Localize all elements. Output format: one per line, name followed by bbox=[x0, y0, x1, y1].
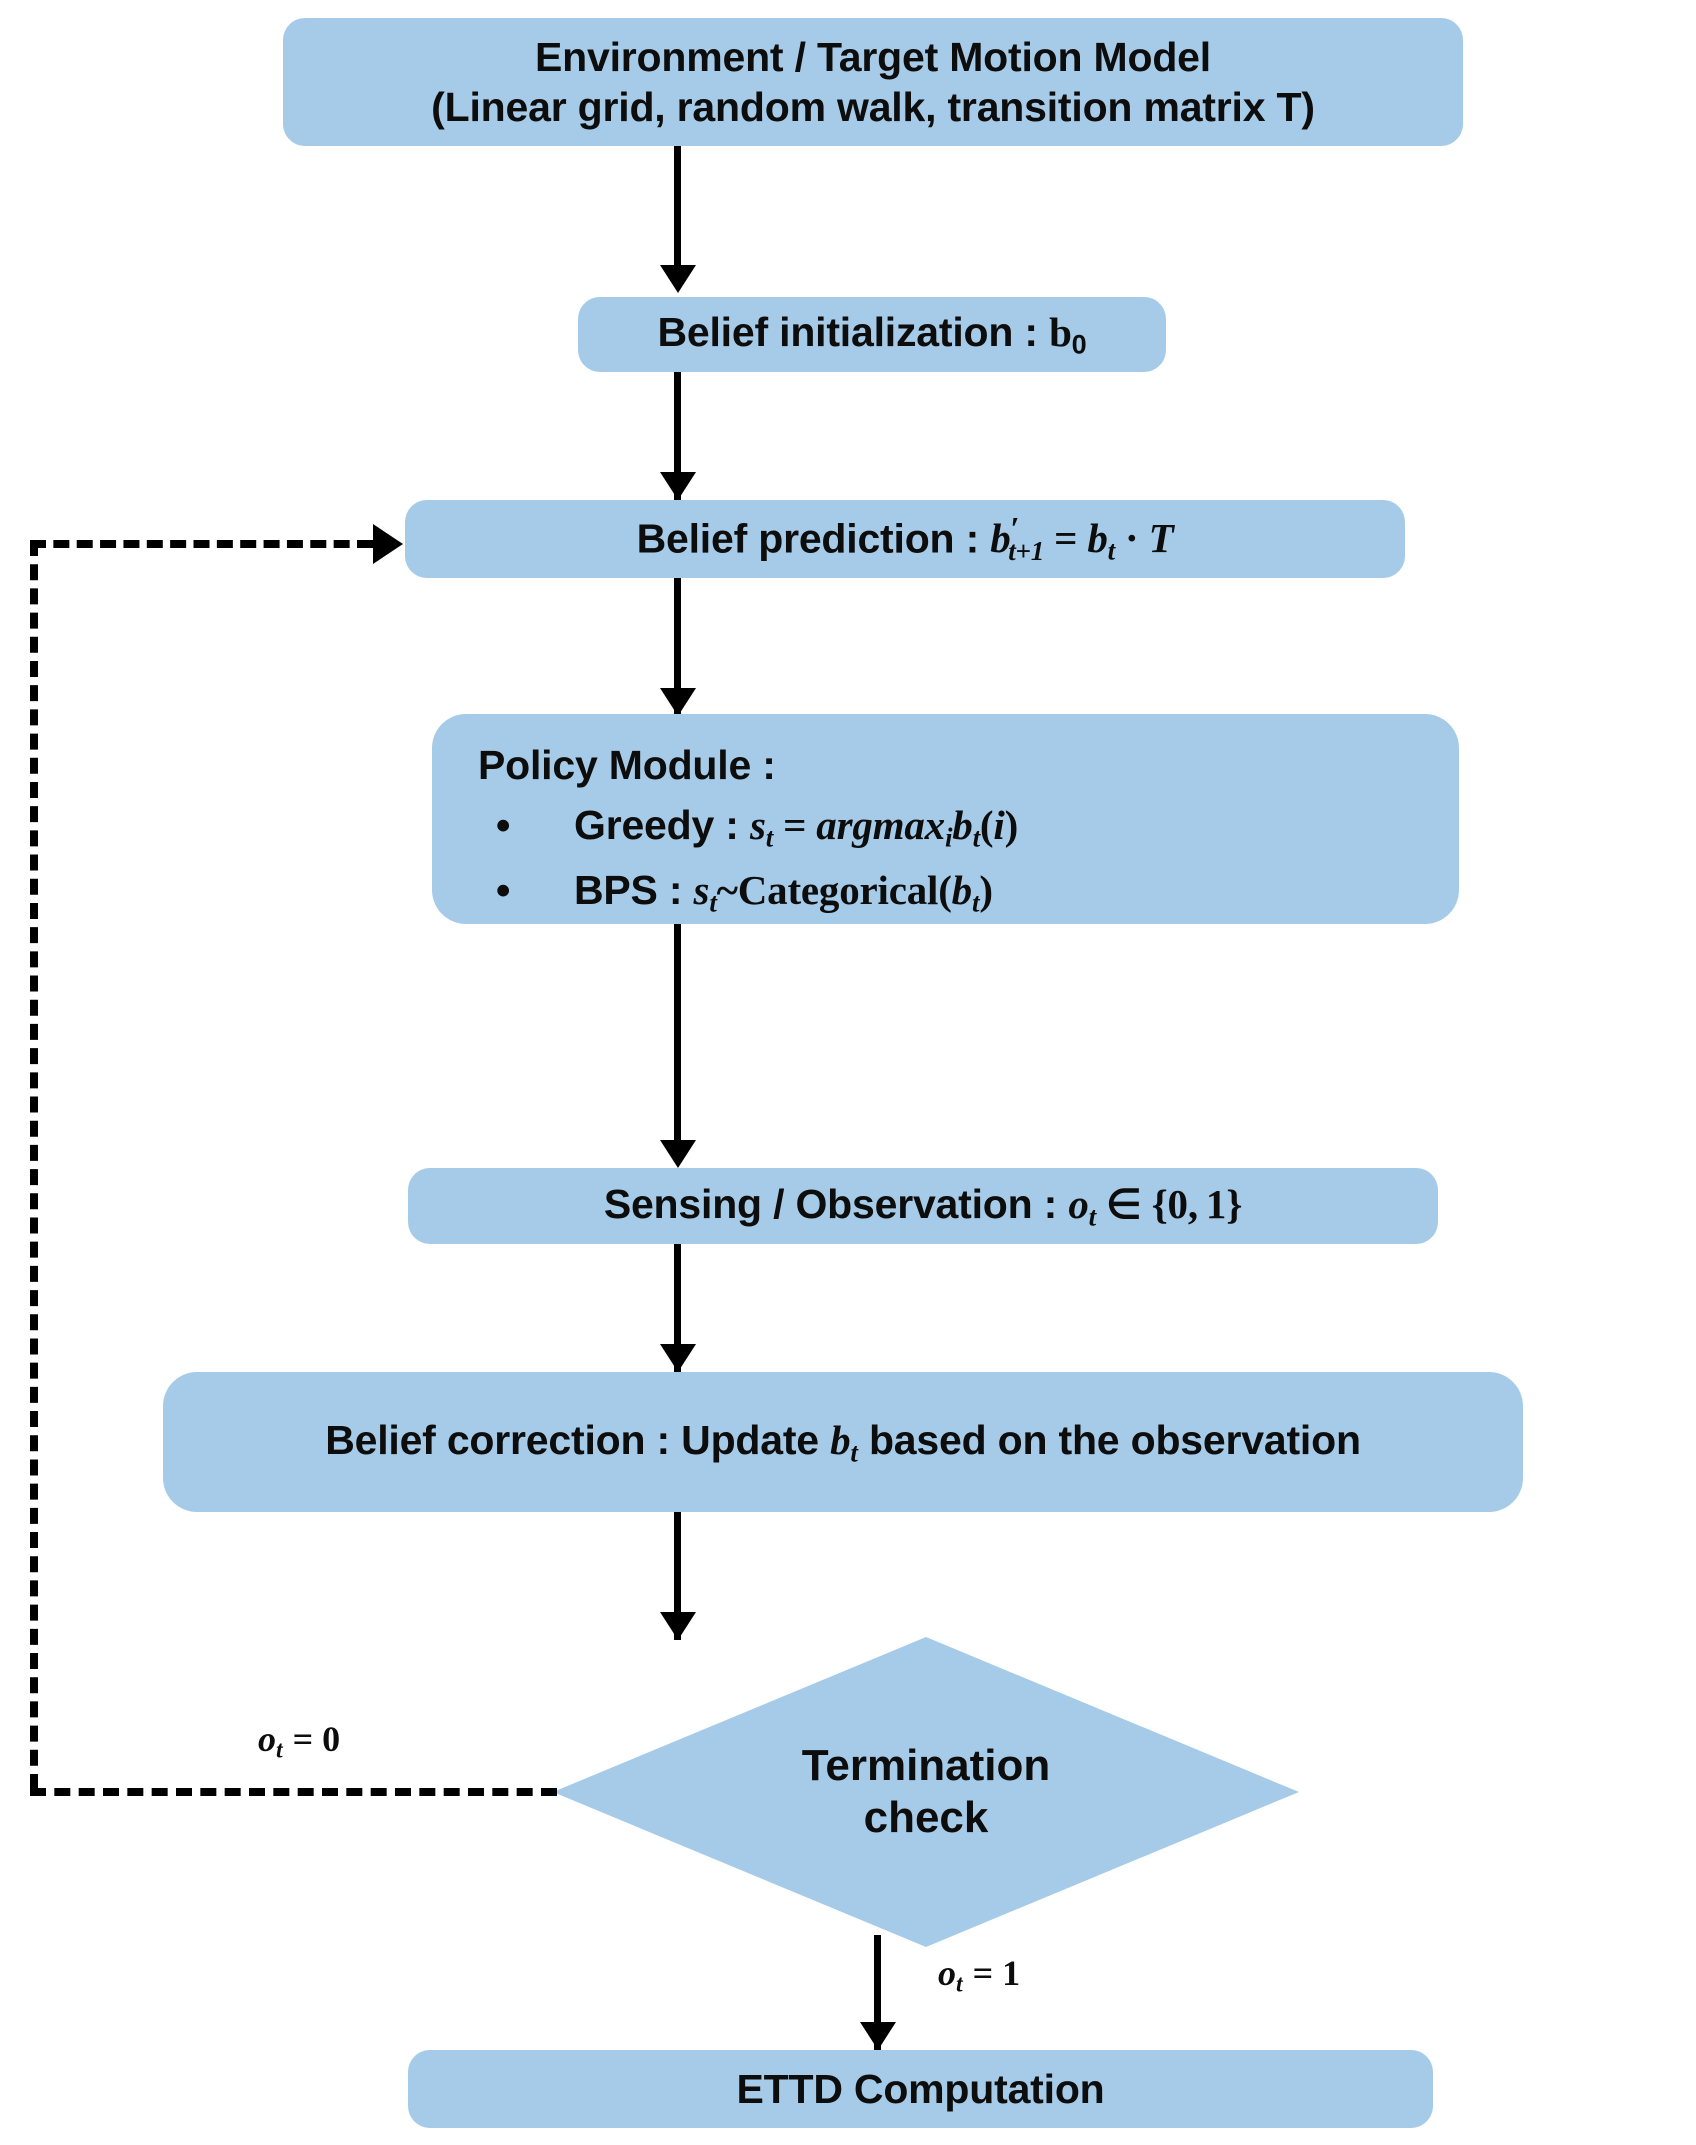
node-termination-check: Termination check bbox=[553, 1637, 1299, 1947]
edge-label-loop-back-symbol: o bbox=[258, 1719, 276, 1759]
policy-item-greedy: • Greedy : st = argmaxibt(i) bbox=[478, 800, 1018, 855]
feedback-dashed-segment-left bbox=[30, 540, 38, 1790]
policy-item-greedy-name: Greedy : bbox=[574, 802, 750, 849]
sensing-label: Sensing / Observation : bbox=[603, 1180, 1069, 1227]
belief-correction-symbol: b bbox=[830, 1416, 851, 1463]
belief-correction-prefix: Belief correction : Update bbox=[325, 1416, 831, 1463]
termination-line-1: Termination bbox=[801, 1741, 1051, 1791]
node-belief-initialization: Belief initialization : b0 bbox=[578, 297, 1166, 372]
arrow-policy-to-sensing-head bbox=[660, 1140, 696, 1168]
arrow-policy-to-sensing-line bbox=[674, 924, 681, 1142]
policy-bullet-icon-bps: • bbox=[496, 866, 511, 913]
arrow-prediction-to-policy-head bbox=[660, 688, 696, 716]
node-belief-correction: Belief correction : Update bt based on t… bbox=[163, 1372, 1523, 1512]
node-belief-prediction: Belief prediction : b′t+1 = bt · T bbox=[405, 500, 1405, 578]
arrow-sensing-to-correction-line bbox=[674, 1244, 681, 1372]
termination-line-2: check bbox=[863, 1793, 989, 1842]
edge-label-terminate-subscript: t bbox=[956, 1971, 963, 1998]
belief-correction-suffix: based on the observation bbox=[857, 1416, 1361, 1463]
arrow-termination-to-ettd-line bbox=[874, 1935, 881, 2050]
edge-label-terminate-value: = 1 bbox=[972, 1953, 1021, 1993]
node-environment-target-motion-model: Environment / Target Motion Model (Linea… bbox=[283, 18, 1463, 146]
node-ettd-computation: ETTD Computation bbox=[408, 2050, 1433, 2128]
policy-item-bps-name: BPS : bbox=[574, 866, 694, 913]
arrow-env-to-init-head bbox=[660, 265, 696, 293]
arrow-sensing-to-correction-head bbox=[660, 1344, 696, 1372]
policy-item-bps-formula: st~Categorical(bt) bbox=[693, 866, 993, 918]
feedback-dashed-segment-top bbox=[30, 540, 373, 548]
edge-label-loop-back-subscript: t bbox=[276, 1737, 283, 1764]
sensing-formula: ot ∈ {0, 1} bbox=[1068, 1180, 1243, 1232]
arrow-correction-to-termination-line bbox=[674, 1512, 681, 1640]
belief-init-symbol-subscript: 0 bbox=[1071, 329, 1087, 360]
edge-label-loop-back: ot = 0 bbox=[258, 1718, 340, 1765]
arrow-init-to-prediction-head bbox=[660, 472, 696, 500]
feedback-dashed-segment-bottom bbox=[30, 1788, 557, 1796]
node-sensing-observation: Sensing / Observation : ot ∈ {0, 1} bbox=[408, 1168, 1438, 1244]
environment-line-2: (Linear grid, random walk, transition ma… bbox=[431, 84, 1315, 130]
policy-item-bps: • BPS : st~Categorical(bt) bbox=[478, 865, 1018, 920]
belief-init-symbol: b bbox=[1049, 309, 1072, 356]
edge-label-terminate: ot = 1 bbox=[938, 1952, 1020, 1999]
environment-line-1: Environment / Target Motion Model bbox=[535, 33, 1211, 80]
belief-prediction-label: Belief prediction : bbox=[636, 515, 991, 562]
arrow-init-to-prediction-line bbox=[674, 372, 681, 500]
policy-module-title: Policy Module : bbox=[478, 742, 776, 788]
arrow-correction-to-termination-head bbox=[660, 1612, 696, 1640]
belief-correction-symbol-subscript: t bbox=[850, 1437, 858, 1468]
arrow-termination-to-ettd-head bbox=[860, 2022, 896, 2050]
belief-prediction-formula: b′t+1 = bt · T bbox=[990, 511, 1174, 566]
arrow-prediction-to-policy-line bbox=[674, 578, 681, 714]
feedback-arrow-head bbox=[373, 524, 403, 564]
ettd-label: ETTD Computation bbox=[736, 2065, 1105, 2112]
policy-item-greedy-formula: st = argmaxibt(i) bbox=[749, 802, 1019, 853]
edge-label-loop-back-value: = 0 bbox=[292, 1719, 341, 1759]
belief-init-label: Belief initialization : bbox=[657, 309, 1050, 356]
arrow-env-to-init-line bbox=[674, 146, 681, 269]
policy-bullet-icon-greedy: • bbox=[496, 802, 511, 849]
termination-check-label: Termination check bbox=[553, 1637, 1299, 1947]
node-policy-module: Policy Module : • Greedy : st = argmaxibt… bbox=[432, 714, 1459, 924]
edge-label-terminate-symbol: o bbox=[938, 1953, 956, 1993]
